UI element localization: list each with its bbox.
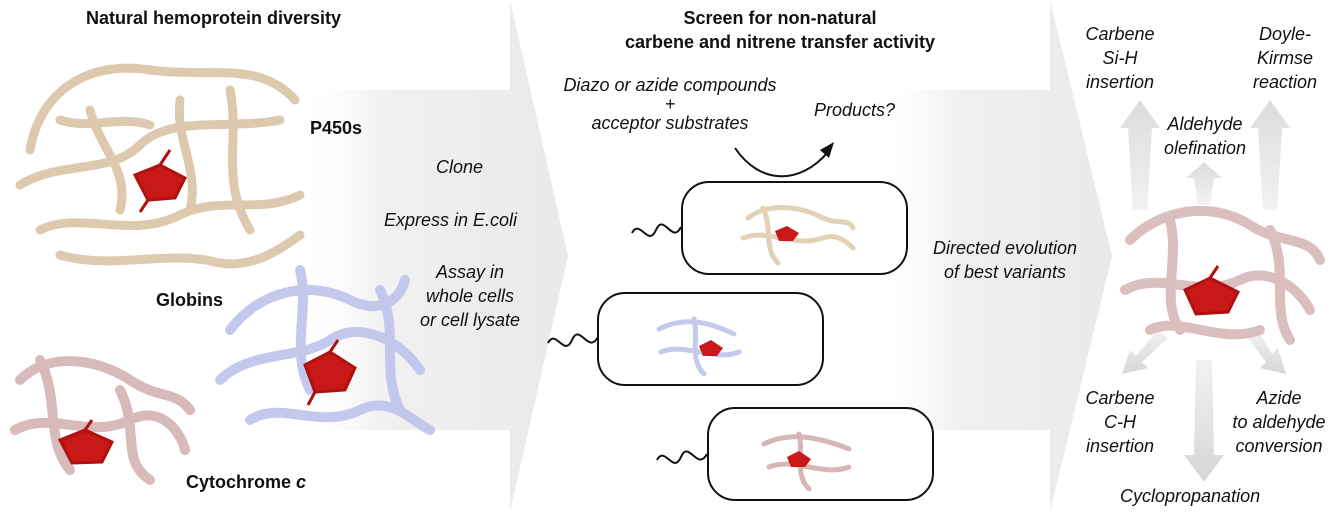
cell-protein-cytochrome <box>761 431 852 492</box>
cell-protein-globin <box>656 316 742 377</box>
reaction-arrowhead <box>820 142 834 158</box>
screen-title-line-1: Screen for non-natural <box>683 8 877 28</box>
directed-evolution-label: Directed evolution of best variants <box>915 236 1095 284</box>
heme-p450 <box>132 149 188 213</box>
step-clone: Clone <box>436 157 484 177</box>
cytochrome-text: Cytochrome <box>186 472 297 492</box>
doyle-line-3: reaction <box>1252 72 1318 92</box>
screen-title-line-2: carbene and nitrene transfer activity <box>624 32 936 52</box>
c-h-line-3: insertion <box>1085 436 1155 456</box>
reaction-cyclopropanation: Cyclopropanation <box>1120 486 1261 506</box>
azide-line-3: conversion <box>1235 436 1323 456</box>
si-h-line-2: Si-H <box>1102 48 1138 68</box>
heme-globin <box>303 339 357 406</box>
reactants-line-1: Diazo or azide compounds <box>563 75 777 95</box>
reaction-arrow <box>734 147 829 178</box>
step-assay-line-2: whole cells <box>425 286 515 306</box>
reaction-aldehyde-olefination: Aldehyde olefination <box>1150 112 1260 160</box>
label-cytochrome-c: Cytochrome c <box>186 470 306 494</box>
process-arrow-2 <box>880 0 1112 512</box>
ecoli-cell-p450 <box>681 181 908 275</box>
cell-protein-p450 <box>740 205 856 266</box>
reaction-doyle-kirmse: Doyle- Kirmse reaction <box>1240 22 1330 94</box>
doyle-line-2: Kirmse <box>1256 48 1313 68</box>
reaction-c-h-insertion: Carbene C-H insertion <box>1070 386 1170 458</box>
olefination-line-2: olefination <box>1163 138 1247 158</box>
reaction-azide-to-aldehyde: Azide to aldehyde conversion <box>1225 386 1333 458</box>
reaction-si-h-insertion: Carbene Si-H insertion <box>1070 22 1170 94</box>
c-h-line-2: C-H <box>1104 412 1136 432</box>
step-express: Express in E.coli <box>384 210 518 230</box>
process-arrow-1 <box>300 0 568 512</box>
azide-line-2: to aldehyde <box>1232 412 1326 432</box>
si-h-line-1: Carbene <box>1085 24 1155 44</box>
evolution-line-1: Directed evolution <box>932 238 1078 258</box>
products-label: Products? <box>814 100 896 120</box>
step-assay: Assay in whole cells or cell lysate <box>400 260 540 332</box>
heme-variant <box>1183 265 1241 316</box>
c-h-line-1: Carbene <box>1085 388 1155 408</box>
ecoli-cell-cytochrome <box>707 407 934 501</box>
step-assay-line-3: or cell lysate <box>419 310 521 330</box>
evolution-line-2: of best variants <box>943 262 1067 282</box>
arrow-azide <box>1248 330 1286 374</box>
cytochrome-structure <box>10 355 195 485</box>
olefination-line-1: Aldehyde <box>1167 114 1243 134</box>
arrow-c-h <box>1122 330 1168 374</box>
globin-structure <box>215 265 435 435</box>
heme-cytochrome <box>57 419 115 465</box>
arrow-cyclopropanation <box>1184 360 1224 482</box>
ecoli-cell-globin <box>597 292 824 386</box>
cell-tail-3 <box>656 450 708 464</box>
label-p450s: P450s <box>310 118 363 138</box>
azide-line-1: Azide <box>1256 388 1302 408</box>
reactants-line-3: acceptor substrates <box>591 113 749 133</box>
arrow-olefination <box>1186 162 1222 205</box>
cytochrome-c-italic: c <box>296 472 307 492</box>
reactants-label: Diazo or azide compounds + acceptor subs… <box>530 73 810 135</box>
reactants-plus: + <box>664 94 676 114</box>
si-h-line-3: insertion <box>1085 72 1155 92</box>
cell-tail-1 <box>631 223 682 237</box>
p450-structure <box>15 63 305 269</box>
label-globins: Globins <box>156 290 223 310</box>
screen-panel-title: Screen for non-natural carbene and nitre… <box>560 6 1000 54</box>
step-assay-line-1: Assay in <box>435 262 505 282</box>
evolved-variant-structure <box>1120 205 1325 345</box>
arrow-doyle-kirmse <box>1250 100 1290 210</box>
arrow-si-h <box>1120 100 1160 210</box>
left-panel-title: Natural hemoprotein diversity <box>86 8 342 28</box>
cell-tail-2 <box>547 333 599 347</box>
doyle-line-1: Doyle- <box>1258 24 1311 44</box>
